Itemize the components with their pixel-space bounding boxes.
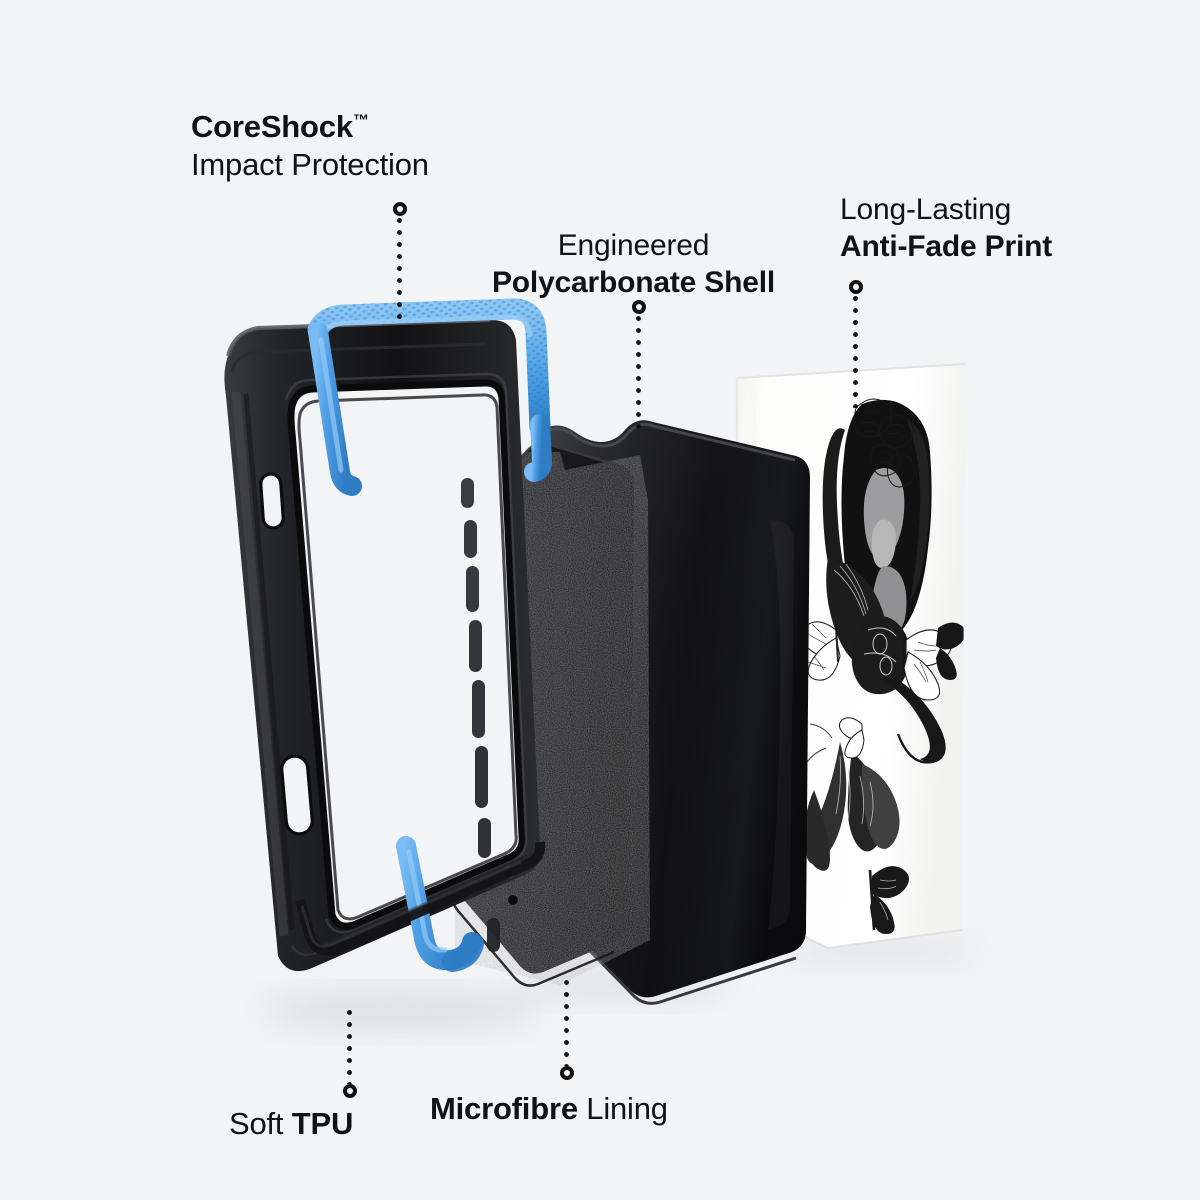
callout-antifade-line1: Long-Lasting (840, 193, 1012, 226)
leader-dots-coreshock (397, 218, 402, 324)
callout-polycarbonate: Engineered Polycarbonate Shell (492, 228, 775, 301)
callout-antifade: Long-Lasting Anti-Fade Print (840, 192, 1052, 265)
leader-line-microfibre (559, 980, 574, 1082)
leader-line-tpu (342, 1010, 357, 1100)
leader-dots-polycarbonate (636, 316, 641, 436)
leader-dots-microfibre (564, 980, 569, 1066)
leader-line-polycarbonate (631, 300, 646, 436)
callout-tpu-emphasis: TPU (291, 1106, 354, 1141)
leader-endpoint-microfibre (559, 1066, 574, 1080)
leader-line-antifade (848, 280, 863, 408)
inner-rail-detail (461, 478, 520, 952)
callout-polycarbonate-line1: Engineered (557, 229, 710, 262)
callout-microfibre-suffix: Lining (577, 1091, 668, 1126)
leader-endpoint-polycarbonate (631, 300, 646, 314)
leader-dots-antifade (853, 296, 858, 408)
callout-antifade-line2: Anti-Fade Print (840, 229, 1052, 263)
callout-coreshock-line2: Impact Protection (191, 146, 429, 182)
button-cutouts (259, 472, 314, 836)
callout-microfibre-line: Microfibre Lining (430, 1090, 668, 1128)
leader-dots-tpu (347, 1010, 352, 1084)
callout-tpu-line: Soft TPU (229, 1105, 353, 1143)
callout-coreshock-line1: CoreShock™ (191, 109, 369, 144)
callout-microfibre-emphasis: Microfibre (430, 1091, 578, 1126)
layer-tpu-bumper (224, 298, 553, 972)
tpu-accent-rail (307, 298, 553, 972)
leader-line-coreshock (392, 202, 407, 324)
callout-tpu: Soft TPU (229, 1105, 353, 1143)
leader-endpoint-antifade (848, 280, 863, 294)
callout-coreshock: CoreShock™ Impact Protection (191, 108, 429, 184)
callout-microfibre: Microfibre Lining (430, 1090, 668, 1128)
callout-polycarbonate-line2: Polycarbonate Shell (492, 265, 775, 299)
leader-endpoint-coreshock (392, 202, 407, 216)
callout-tpu-prefix: Soft (229, 1106, 292, 1141)
trademark-symbol: ™ (352, 111, 369, 130)
leader-endpoint-tpu (342, 1084, 357, 1098)
